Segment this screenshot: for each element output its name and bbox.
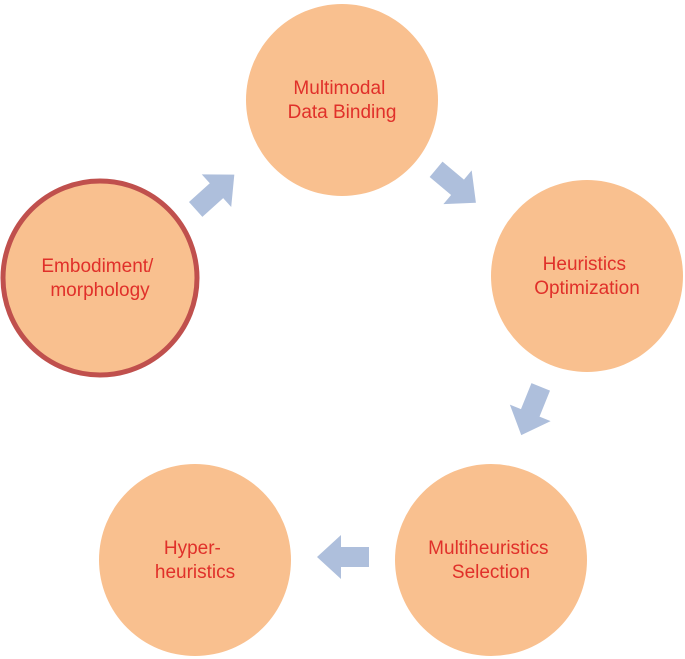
node-hyper-heuristics: Hyper- heuristics bbox=[99, 464, 291, 656]
node-label: Multimodal Data Binding bbox=[288, 78, 397, 123]
arrow-shape bbox=[317, 535, 369, 579]
node-label-line: Embodiment/ bbox=[41, 256, 154, 277]
arrow-multimodal-to-heuristics bbox=[429, 161, 476, 205]
node-multimodal-data-binding: Multimodal Data Binding bbox=[246, 4, 438, 196]
node-label-line: Optimization bbox=[534, 278, 640, 299]
node-label: Heuristics Optimization bbox=[534, 254, 640, 299]
node-label: Hyper- heuristics bbox=[155, 538, 235, 583]
node-label-line: morphology bbox=[50, 280, 150, 301]
arrow-multiheuristics-to-hyper bbox=[317, 535, 369, 579]
node-circle-highlighted bbox=[0, 178, 200, 378]
node-label-line: Selection bbox=[452, 562, 530, 583]
node-heuristics-optimization: Heuristics Optimization bbox=[491, 180, 683, 372]
node-circle bbox=[246, 4, 438, 196]
node-label: Embodiment/ morphology bbox=[41, 256, 158, 301]
node-embodiment-morphology: Embodiment/ morphology bbox=[0, 178, 200, 378]
node-label-line: Data Binding bbox=[288, 102, 397, 123]
node-circle bbox=[491, 180, 683, 372]
node-multiheuristics-selection: Multiheuristics Selection bbox=[395, 464, 587, 656]
arrow-shape bbox=[429, 161, 476, 205]
node-label-line: Heuristics bbox=[543, 254, 626, 275]
node-label: Multiheuristics Selection bbox=[428, 538, 554, 583]
node-label-line: Multimodal bbox=[293, 78, 385, 99]
node-label-line: Multiheuristics bbox=[428, 538, 548, 559]
node-label-line: Hyper- bbox=[164, 538, 221, 559]
arrow-shape bbox=[188, 174, 235, 217]
node-circle bbox=[395, 464, 587, 656]
arrow-heuristics-to-multiheuristics bbox=[509, 383, 551, 436]
arrow-shape bbox=[509, 383, 551, 436]
arrow-embodiment-to-multimodal bbox=[188, 174, 235, 217]
node-label-line: heuristics bbox=[155, 562, 235, 583]
node-circle bbox=[99, 464, 291, 656]
